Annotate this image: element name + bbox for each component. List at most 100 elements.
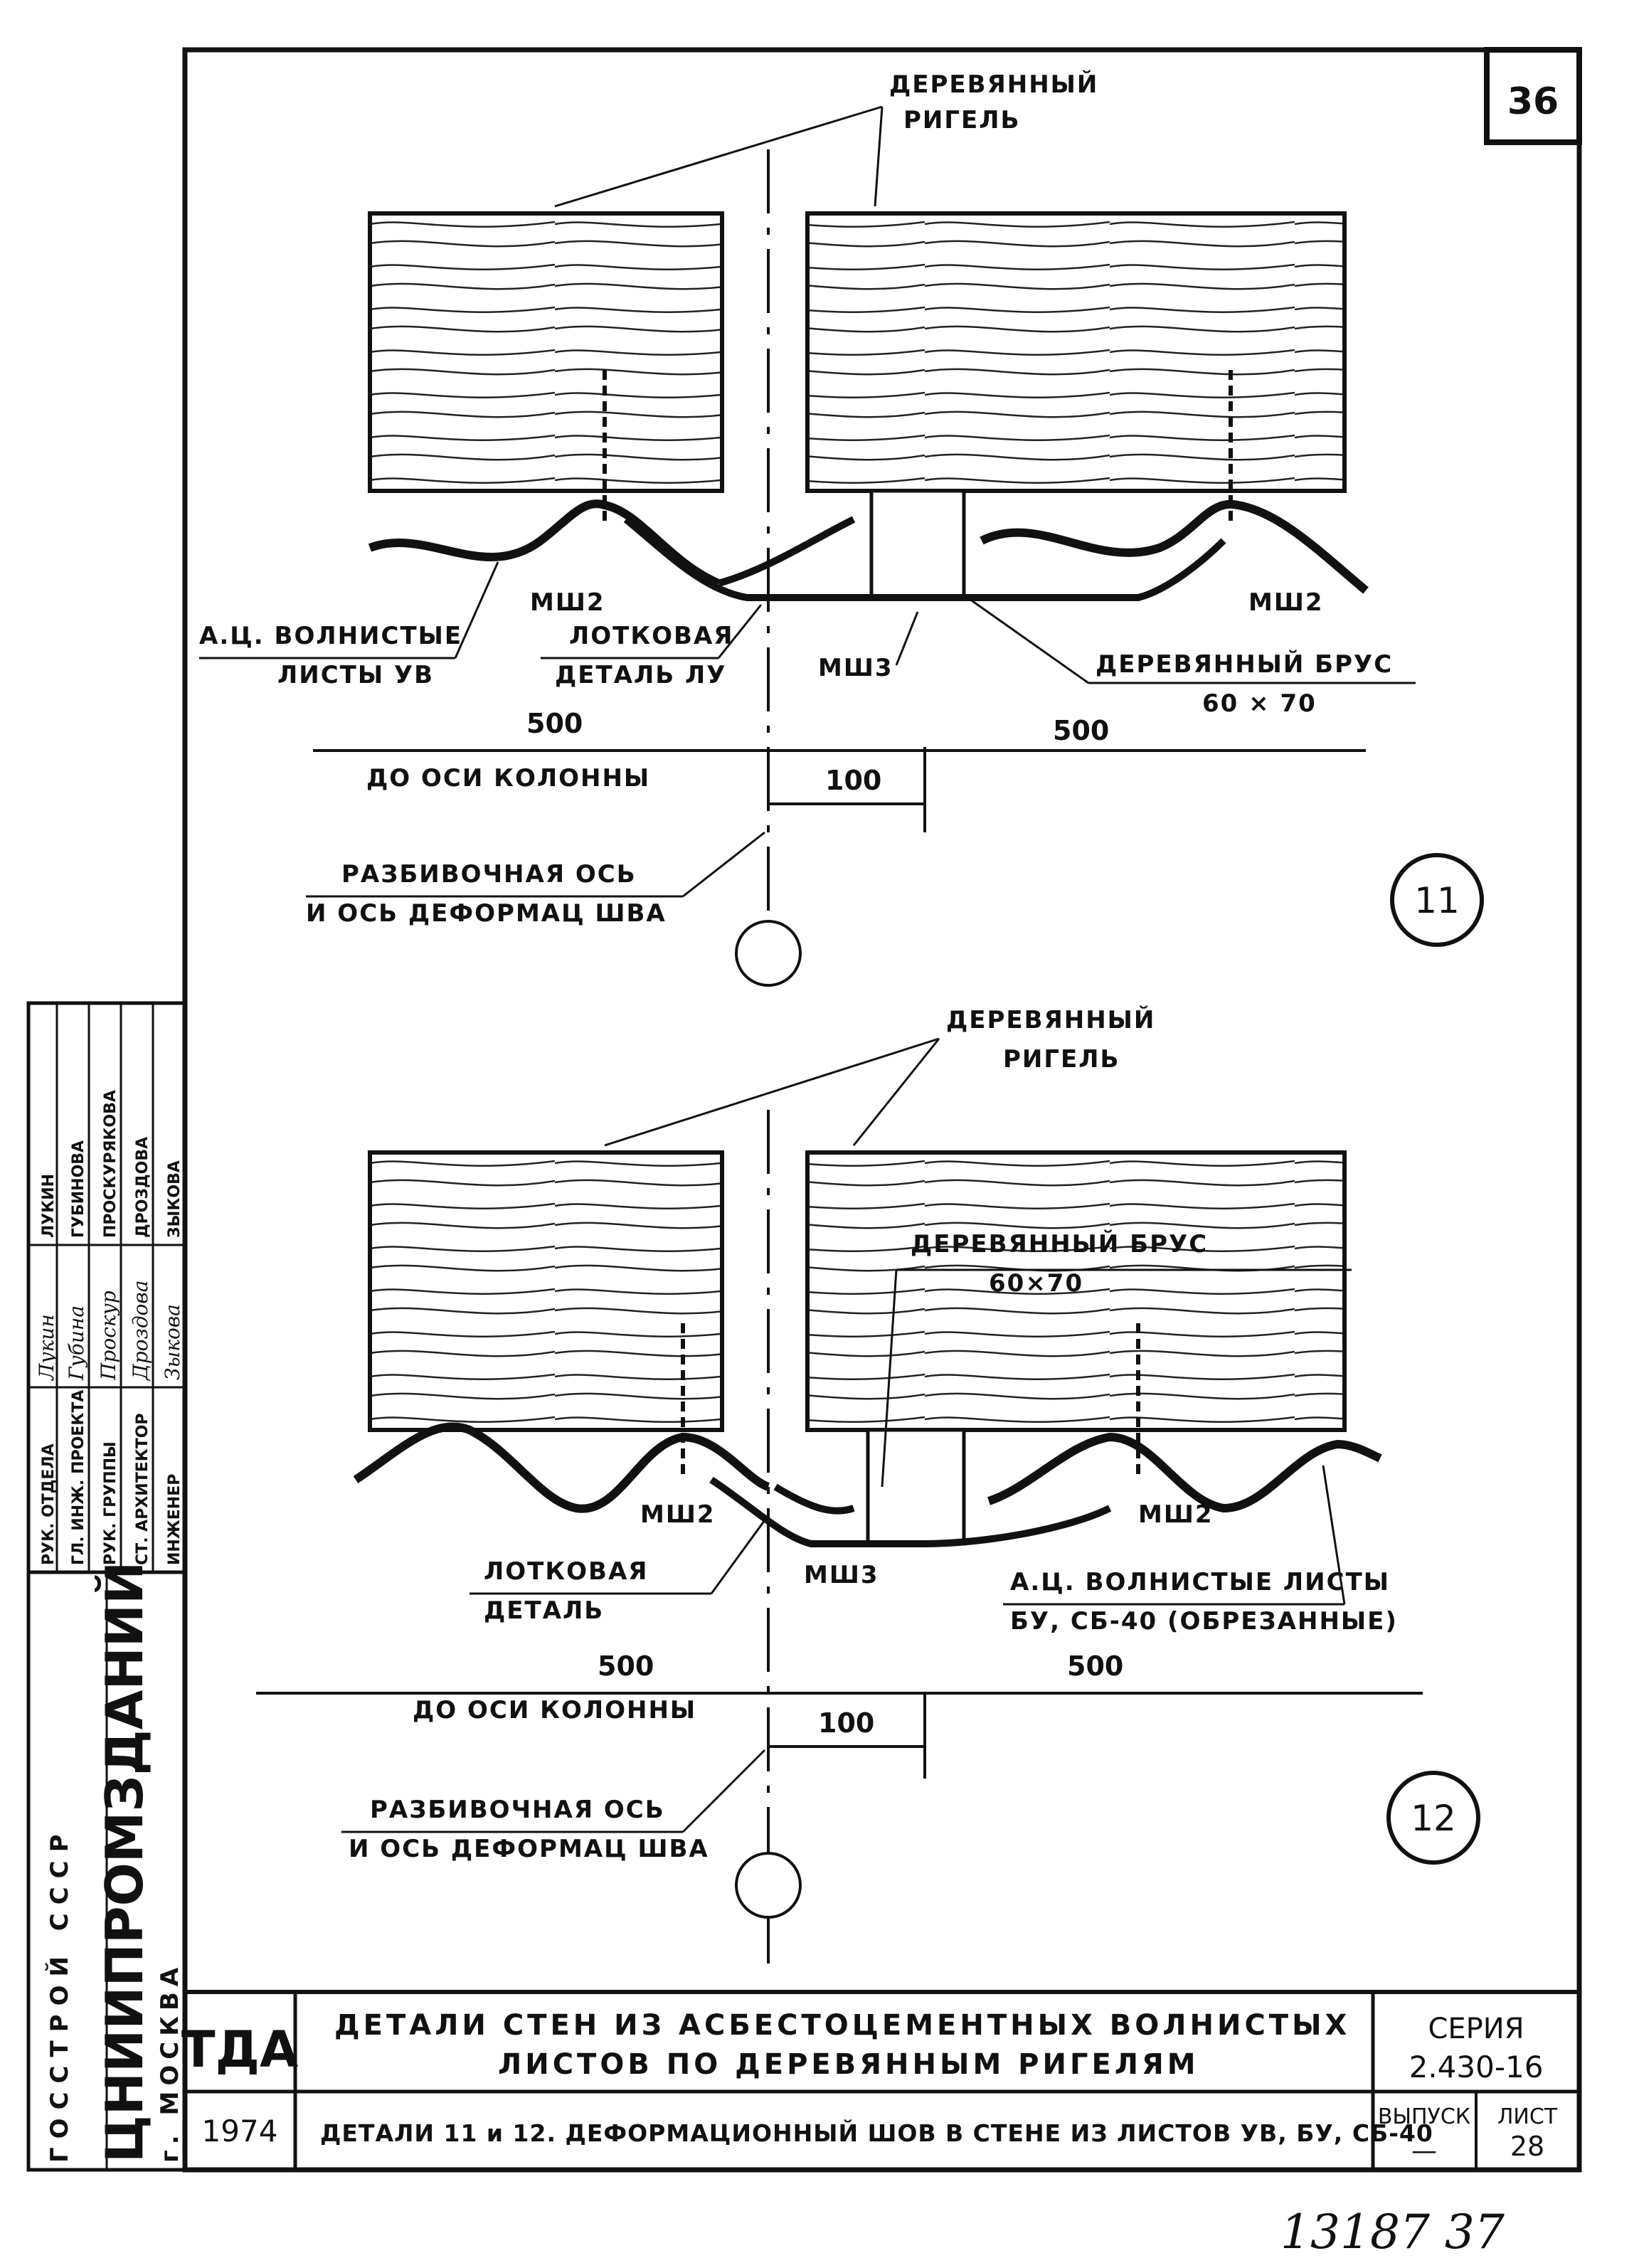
- signature-3: Дроздова: [129, 1281, 152, 1382]
- org-line-2: ЦНИИПРОМЗДАНИЙ: [95, 1562, 154, 2163]
- role-1: ГЛ. ИНЖ. ПРОЕКТА: [70, 1390, 87, 1565]
- title-block: ТДА ДЕТАЛИ СТЕН ИЗ АСБЕСТОЦЕМЕНТНЫХ ВОЛН…: [181, 1990, 1579, 2170]
- axis-marker-12: [735, 1852, 802, 1919]
- detail-11: ДЕРЕВЯННЫЙ РИГЕЛЬ МШ2 МШ2 А.Ц. ВОЛНИСТЫЕ…: [199, 70, 1484, 987]
- axis-label-2-12: И ОСЬ ДЕФОРМАЦ ШВА: [349, 1835, 709, 1863]
- city: г. МОСКВА: [156, 1962, 184, 2163]
- logo: ТДА: [181, 2020, 298, 2079]
- axis-label-2-11: И ОСЬ ДЕФОРМАЦ ШВА: [306, 899, 667, 928]
- corrugated-sheet-left-12: [353, 1422, 770, 1513]
- msh3-11: МШ3: [818, 654, 893, 682]
- footer-number: 13187 37: [1280, 2205, 1505, 2259]
- dim-left-11: 500: [526, 708, 583, 739]
- name-1: ГУБИНОВА: [70, 1140, 87, 1238]
- msh2-left-12: МШ2: [640, 1500, 716, 1529]
- msh3-12: МШ3: [804, 1561, 879, 1589]
- axis-leader-b-11: [682, 831, 765, 898]
- tray-label-1-11: ЛОТКОВАЯ: [569, 622, 733, 650]
- name-0: ЛУКИН: [40, 1174, 58, 1238]
- rigel-label-1-12: ДЕРЕВЯННЫЙ: [946, 1005, 1155, 1034]
- signature-2: Проскур: [97, 1291, 120, 1381]
- title-line-2: ЛИСТОВ ПО ДЕРЕВЯННЫМ РИГЕЛЯМ: [498, 2048, 1199, 2081]
- sheet-number-box: [1484, 47, 1582, 145]
- tray-inner-12: [773, 1483, 855, 1515]
- wooden-rigel-left-11: [368, 211, 724, 493]
- rigel-leader-a-12: [604, 1037, 940, 1147]
- to-column-axis-11: ДО ОСИ КОЛОННЫ: [366, 764, 650, 793]
- sheet-value: 28: [1510, 2131, 1544, 2162]
- axis-marker-11: [735, 920, 802, 987]
- role-2: РУК. ГРУППЫ: [102, 1441, 120, 1565]
- rigel-leader-b-12: [852, 1038, 940, 1146]
- tray-label-1-12: ЛОТКОВАЯ: [484, 1557, 648, 1586]
- name-3: ДРОЗДОВА: [134, 1137, 152, 1238]
- wooden-rigel-left-12: [368, 1150, 724, 1432]
- corrugated-sheet-right-12: [987, 1432, 1382, 1513]
- issue-value: —: [1411, 2136, 1437, 2166]
- dim-center-12: 100: [818, 1707, 874, 1739]
- name-4: ЗЫКОВА: [166, 1160, 184, 1238]
- dim-right-12: 500: [1067, 1650, 1123, 1682]
- tray-detail-12: [709, 1476, 1112, 1547]
- sheet-number: 36: [1507, 80, 1559, 123]
- bar-label-2-11: 60 × 70: [1202, 689, 1317, 718]
- sheets-leader-b-12: [1322, 1465, 1346, 1605]
- tray-detail-11: [623, 516, 1226, 601]
- side-stamp: РУК. ОТДЕЛА ГЛ. ИНЖ. ПРОЕКТА РУК. ГРУППЫ…: [26, 1001, 187, 2172]
- dim-left-12: 500: [598, 1650, 654, 1682]
- role-3: СТ. АРХИТЕКТОР: [134, 1413, 152, 1565]
- axis-leader-b-12: [681, 1749, 766, 1833]
- rigel-leader-b-11: [874, 106, 884, 207]
- corrugated-sheet-right-11: [980, 499, 1369, 594]
- corrugated-sheet-left-11: [368, 499, 721, 588]
- subtitle: ДЕТАЛИ 11 и 12. ДЕФОРМАЦИОННЫЙ ШОВ В СТЕ…: [320, 2119, 1433, 2147]
- series-label: СЕРИЯ: [1428, 2013, 1524, 2045]
- rigel-leader-a-11: [554, 105, 883, 208]
- detail-12: ДЕРЕВЯННЫЙ РИГЕЛЬ ДЕРЕВЯННЫЙ БРУС 60×70 …: [256, 1005, 1480, 1964]
- bar-leader-b-11: [967, 596, 1089, 684]
- dim-center-11: 100: [825, 765, 881, 796]
- signature-4: Зыкова: [161, 1304, 184, 1380]
- wooden-rigel-right-12: [805, 1150, 1347, 1432]
- series-value: 2.430-16: [1409, 2050, 1544, 2084]
- sheets-label-1-11: А.Ц. ВОЛНИСТЫЕ: [199, 622, 462, 650]
- sheets-label-2-12: БУ, СБ-40 (ОБРЕЗАННЫЕ): [1010, 1607, 1398, 1636]
- tray-inner-11: [717, 516, 856, 587]
- signature-1: Губина: [65, 1305, 88, 1381]
- bar-label-1-11: ДЕРЕВЯННЫЙ БРУС: [1096, 650, 1393, 679]
- issue-label: ВЫПУСК: [1378, 2104, 1470, 2129]
- rigel-label-2-12: РИГЕЛЬ: [1003, 1045, 1120, 1074]
- sheets-label-2-11: ЛИСТЫ УВ: [277, 661, 434, 689]
- org-line-1: ГОССТРОЙ СССР: [45, 1825, 74, 2163]
- wooden-rigel-right-11: [805, 211, 1347, 493]
- sheets-leader-b-11: [454, 561, 499, 659]
- bar-label-1-12: ДЕРЕВЯННЫЙ БРУС: [911, 1229, 1208, 1258]
- year: 1974: [202, 2114, 278, 2148]
- detail-number-12: 12: [1411, 1798, 1456, 1839]
- tray-label-2-12: ДЕТАЛЬ: [484, 1596, 604, 1625]
- name-2: ПРОСКУРЯКОВА: [102, 1090, 120, 1238]
- role-4: ИНЖЕНЕР: [166, 1474, 184, 1565]
- wooden-bar-11: [869, 489, 966, 600]
- msh2-right-12: МШ2: [1138, 1500, 1214, 1529]
- rigel-label-2-11: РИГЕЛЬ: [903, 106, 1020, 134]
- tray-leader-b-12: [710, 1515, 770, 1594]
- detail-number-circle-12: [1386, 1771, 1480, 1865]
- signature-0: Лукин: [35, 1314, 58, 1382]
- to-column-axis-12: ДО ОСИ КОЛОННЫ: [413, 1696, 696, 1724]
- msh2-right-11: МШ2: [1248, 588, 1324, 617]
- tray-label-2-11: ДЕТАЛЬ ЛУ: [555, 661, 726, 689]
- msh2-left-11: МШ2: [530, 588, 605, 617]
- sheet-label: ЛИСТ: [1497, 2104, 1558, 2129]
- axis-label-1-12: РАЗБИВОЧНАЯ ОСЬ: [370, 1796, 665, 1824]
- detail-number-11: 11: [1414, 880, 1460, 921]
- role-0: РУК. ОТДЕЛА: [40, 1443, 58, 1565]
- bar-leader-b-12: [881, 1269, 898, 1488]
- axis-label-1-11: РАЗБИВОЧНАЯ ОСЬ: [341, 860, 637, 889]
- title-line-1: ДЕТАЛИ СТЕН ИЗ АСБЕСТОЦЕМЕНТНЫХ ВОЛНИСТЫ…: [334, 2009, 1350, 2042]
- bar-label-2-12: 60×70: [989, 1269, 1083, 1298]
- sheets-label-1-12: А.Ц. ВОЛНИСТЫЕ ЛИСТЫ: [1010, 1568, 1390, 1596]
- dim-right-11: 500: [1053, 715, 1109, 746]
- rigel-label-1-11: ДЕРЕВЯННЫЙ: [889, 70, 1098, 99]
